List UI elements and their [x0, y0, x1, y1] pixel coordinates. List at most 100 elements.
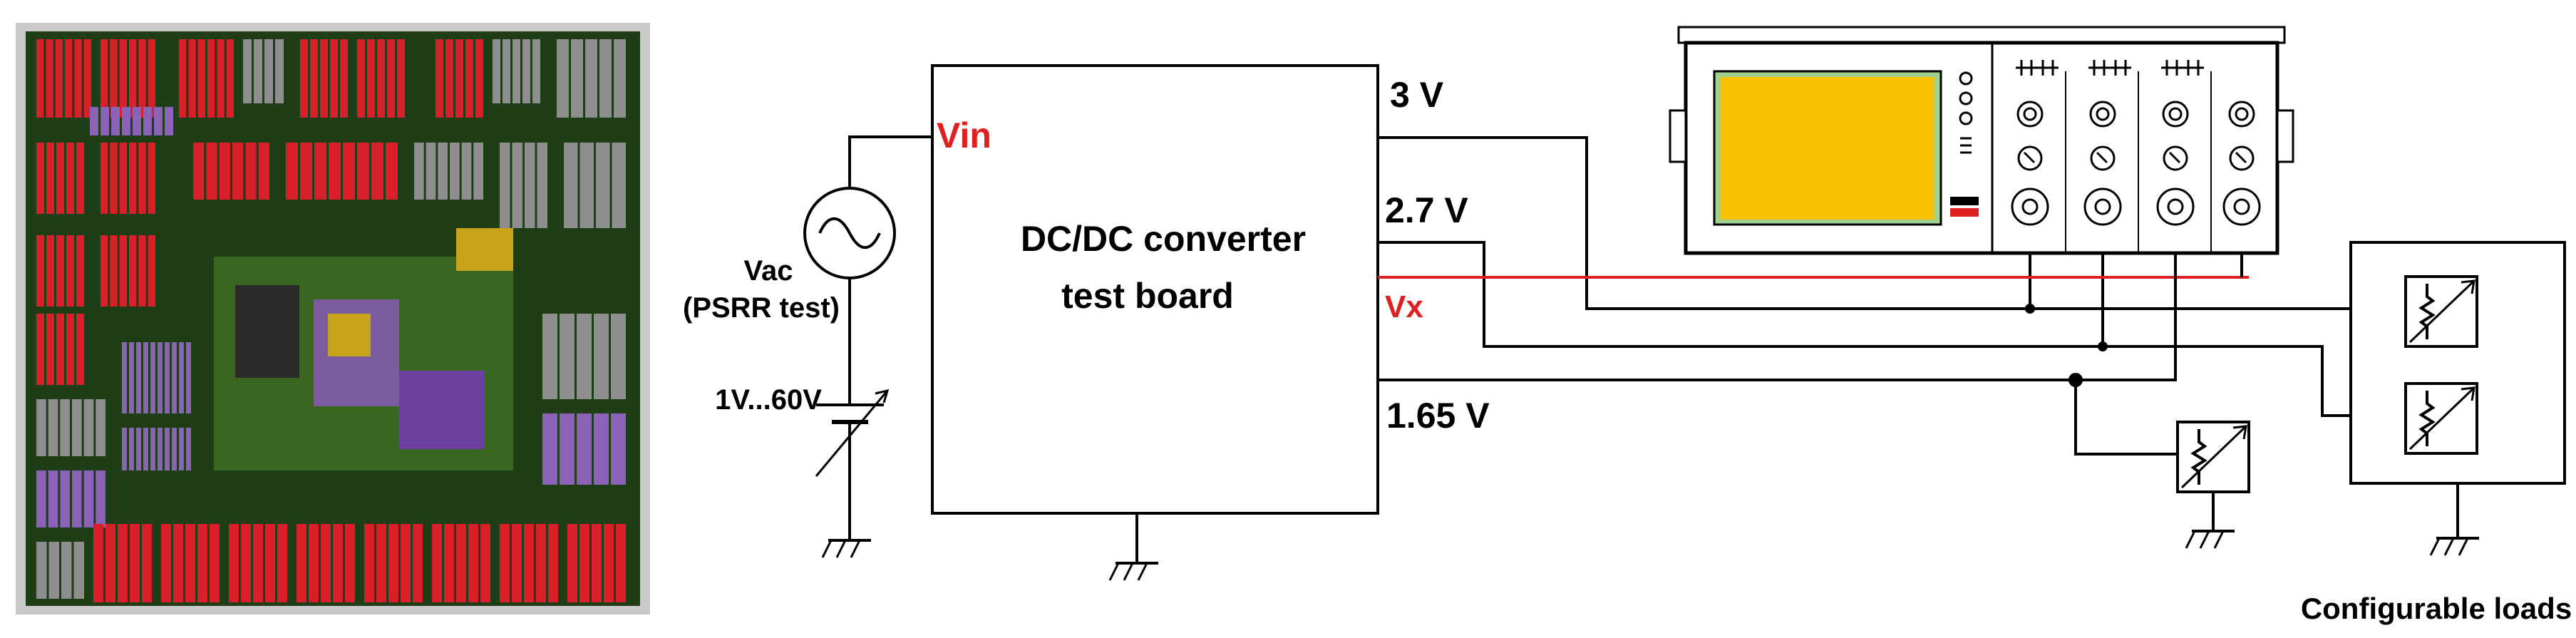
scope-channel [2222, 101, 2261, 226]
die-purple-bank-stripe [122, 428, 127, 470]
die-grey-bank-stripe [473, 143, 483, 200]
die-red-bank-stripe [105, 524, 115, 602]
scope-dial-pointer [2168, 151, 2181, 164]
die-grey-bank-stripe [577, 314, 592, 399]
die-blocks [36, 39, 626, 602]
vin-label: Vin [937, 115, 991, 155]
die-grey-bank-stripe [579, 143, 594, 228]
die-grey-bank-stripe [243, 39, 252, 103]
die-red-bank-stripe [455, 39, 463, 118]
die-red-bank-stripe [119, 235, 127, 307]
die-red-bank-stripe [148, 39, 155, 118]
variable-resistor-icon [2404, 382, 2478, 455]
die-grey-bank-stripe [525, 143, 535, 228]
die-grey-bank-stripe [532, 39, 540, 103]
die-grey-bank [243, 39, 284, 103]
scope-handle-left [1669, 109, 1687, 163]
die-red-bank-stripe [148, 143, 155, 214]
board-title-line1: DC/DC converter [1021, 219, 1306, 259]
die-red-bank [432, 524, 490, 602]
die-grey-bank-stripe [599, 39, 612, 118]
die-analog-block-a [235, 285, 299, 378]
die-purple-bank-stripe [143, 342, 148, 413]
die-purple-bank-stripe [172, 342, 177, 413]
die-purple-bank-stripe [150, 428, 155, 470]
die-red-bank-stripe [388, 524, 398, 602]
wire-3v [1378, 136, 2031, 310]
dc-arrow-head [875, 389, 890, 403]
die-purple-bank-stripe [90, 107, 98, 135]
scope-dial-pointer [2023, 151, 2036, 164]
die-red-bank-stripe [36, 143, 44, 214]
die-red-bank-stripe [343, 143, 355, 200]
die-red-bank-stripe [219, 143, 230, 200]
die-red-bank-stripe [110, 39, 118, 118]
die-purple-bank-stripe [143, 107, 152, 135]
scope-knob-outer [2228, 101, 2255, 128]
die-red-bank-stripe [397, 39, 405, 118]
die-grey-bank-stripe [557, 39, 569, 118]
die-grey-bank-stripe [72, 399, 82, 456]
die-red-bank-stripe [364, 524, 374, 602]
resistor-arrow-head [2461, 386, 2475, 401]
die-purple-bank-stripe [48, 470, 58, 528]
die-grey-bank-stripe [614, 39, 626, 118]
die-purple-bank-stripe [179, 342, 184, 413]
die-purple-bank-stripe [60, 470, 70, 528]
configurable-loads-label: Configurable loads [2301, 592, 2572, 625]
die-red-bank-stripe [340, 39, 348, 118]
die-red-bank [36, 235, 84, 307]
scope-bnc-outer [2156, 187, 2195, 226]
vin-wire [848, 135, 932, 188]
die-red-bank-stripe [197, 524, 207, 602]
ground-icon [821, 539, 871, 558]
die-grey-bank-stripe [512, 39, 520, 103]
die-grey-bank-stripe [612, 143, 626, 228]
die-grey-bank-stripe [611, 314, 626, 399]
ac-source-sine [818, 217, 881, 249]
ground-hatch-2 [2443, 537, 2455, 556]
die-grey-bank-stripe [254, 39, 262, 103]
die-purple-bank-stripe [165, 342, 170, 413]
die-red-bank [193, 143, 269, 200]
die-red-bank [500, 524, 558, 602]
die-red-bank-stripe [185, 524, 195, 602]
die-purple-bank-stripe [129, 428, 134, 470]
die-purple-bank-stripe [122, 342, 127, 413]
junction-dot [2098, 341, 2108, 351]
die-grey-bank [414, 143, 483, 200]
die-red-bank-stripe [66, 314, 74, 385]
die-purple-bank-stripe [96, 470, 105, 528]
die-red-bank-stripe [65, 39, 73, 118]
die-purple-bank-stripe [577, 413, 592, 485]
die-red-bank-stripe [357, 39, 365, 118]
die-red-bank [567, 524, 626, 602]
die-red-bank-stripe [444, 524, 454, 602]
out-1v65-label: 1.65 V [1386, 396, 1490, 436]
die-purple-bank-stripe [542, 413, 557, 485]
die-grey-bank-stripe [596, 143, 610, 228]
die-red-bank-stripe [567, 524, 577, 602]
out-3v-label: 3 V [1390, 75, 1444, 115]
wire-2v7 [1378, 241, 2324, 348]
die-grey-bank-stripe [48, 542, 59, 599]
die-red-bank-stripe [524, 524, 534, 602]
die-grey-bank-stripe [438, 143, 448, 200]
die-red-bank-stripe [286, 143, 298, 200]
die-red-bank-stripe [76, 235, 84, 307]
die-grey-bank-stripe [500, 143, 510, 228]
die-grey-bank-stripe [503, 39, 510, 103]
die-red-bank-stripe [101, 143, 108, 214]
scope-bnc-inner [2021, 198, 2039, 215]
die-red-bank-stripe [245, 143, 257, 200]
scope-channels [2011, 60, 2261, 253]
die-purple-bank-stripe [186, 428, 191, 470]
die-red-bank-stripe [357, 143, 369, 200]
die-red-bank-stripe [138, 235, 146, 307]
ground-hatch-3 [850, 540, 861, 558]
die-red-bank-stripe [46, 143, 54, 214]
die-red-bank-stripe [232, 143, 244, 200]
die-red-bank-stripe [377, 39, 385, 118]
die-grey-bank-stripe [594, 314, 609, 399]
vx-label: Vx [1385, 289, 1423, 324]
